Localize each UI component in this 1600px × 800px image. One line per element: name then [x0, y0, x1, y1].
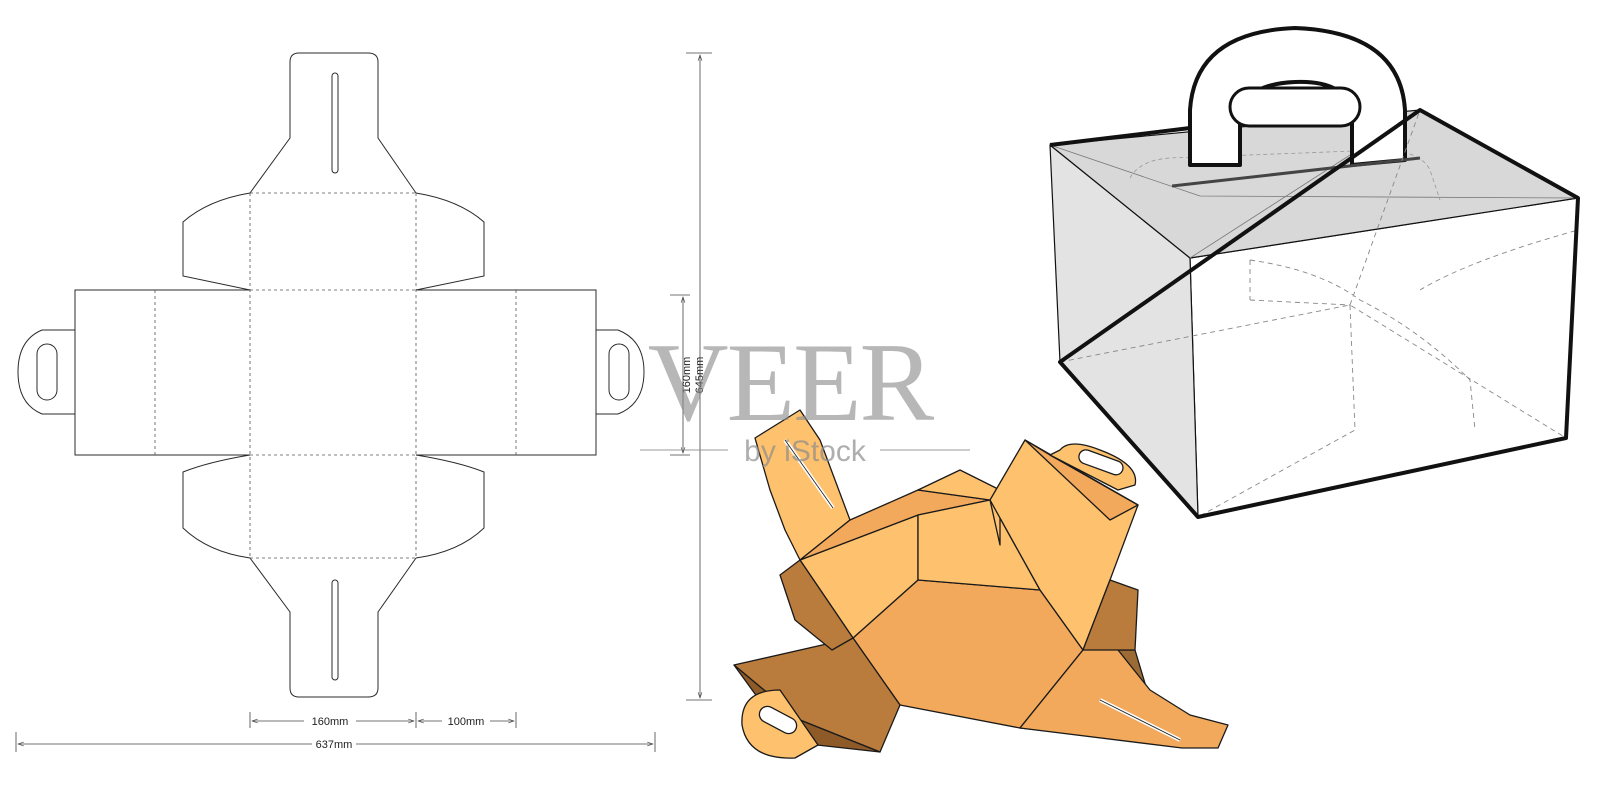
dimension-lines — [15, 52, 712, 752]
left-handle — [17, 329, 75, 415]
watermark-subtitle: by iStock — [744, 435, 867, 468]
dim-total-width: 637mm — [316, 739, 353, 751]
left-handle-slot — [36, 343, 58, 401]
watermark: VEER by iStock — [640, 321, 970, 468]
orange-bottom-right-strap — [1019, 639, 1229, 749]
dieline-template — [17, 52, 645, 698]
bottom-left-flap — [182, 454, 251, 559]
bottom-strap-slot — [331, 579, 339, 681]
folding-box-3d — [733, 409, 1229, 759]
box-handle-hole — [1228, 86, 1362, 128]
box-handle — [1188, 26, 1407, 167]
top-strap-slot — [331, 72, 339, 174]
watermark-brand: VEER — [648, 321, 935, 445]
assembled-box-3d — [1049, 26, 1580, 519]
dim-total-height: 645mm — [694, 357, 706, 394]
top-right-flap — [415, 192, 485, 291]
dim-panel-height: 160mm — [681, 357, 693, 394]
right-handle-slot — [608, 343, 630, 401]
box-hidden-edges — [1059, 109, 1579, 518]
bottom-strap — [249, 557, 417, 698]
top-strap — [249, 52, 417, 194]
fold-lines — [154, 192, 517, 559]
dim-panel-width: 160mm — [312, 716, 349, 728]
top-left-flap — [182, 192, 251, 291]
right-handle — [596, 329, 645, 415]
middle-band-outline — [74, 289, 597, 456]
dim-side-width: 100mm — [448, 716, 485, 728]
bottom-right-flap — [415, 454, 485, 559]
